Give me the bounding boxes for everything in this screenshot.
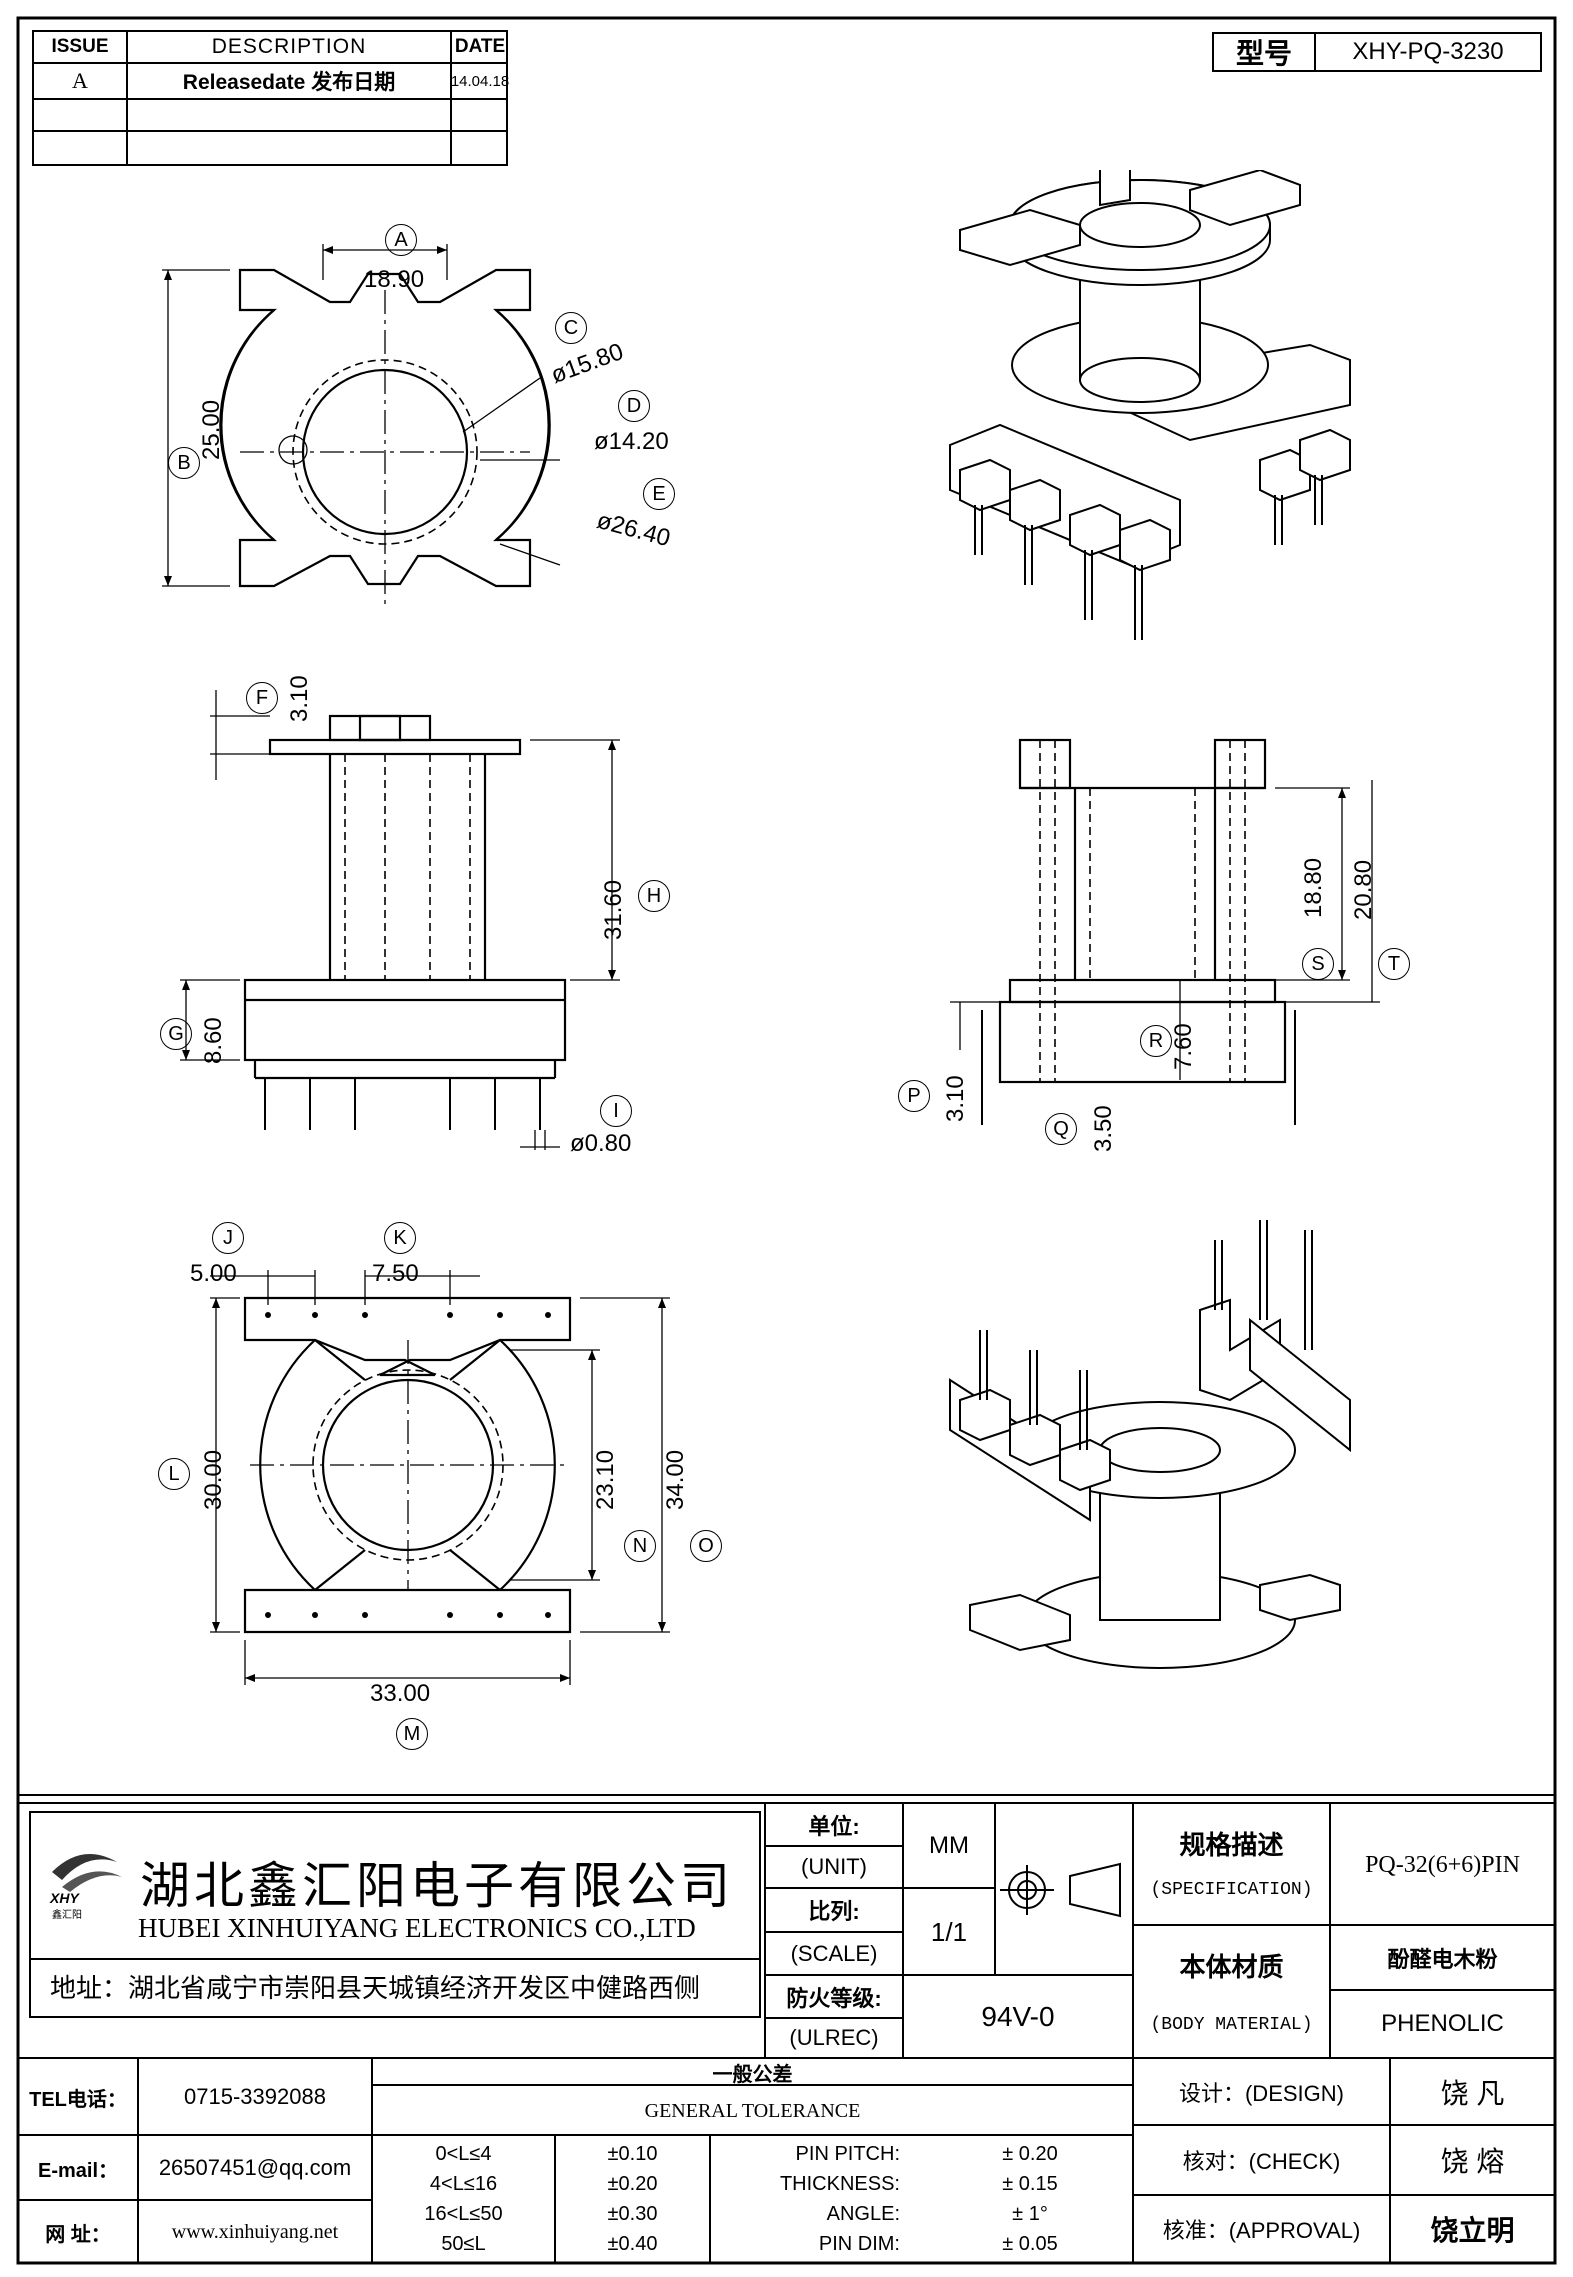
label-a: A [385, 224, 417, 256]
email-value[interactable]: 26507451@qq.com [158, 2155, 352, 2180]
dim-d: ø14.20 [594, 428, 669, 455]
tol-range-1: 0<L≤4 [435, 2142, 492, 2165]
label-g: G [160, 1018, 192, 1050]
description-value: Releasedate 发布日期 [128, 64, 452, 100]
isometric-view-bottom [949, 1220, 1351, 1669]
label-j: J [212, 1222, 244, 1254]
tolerance-title-en: GENERAL TOLERANCE [644, 2099, 861, 2122]
web-label: 网 址： [45, 2223, 111, 2246]
tolerance-title-cn: 一般公差 [712, 2063, 793, 2086]
web-value[interactable]: www.xinhuiyang.net [171, 2220, 339, 2243]
tol-name-3: ANGLE: [826, 2202, 900, 2225]
issue-header: ISSUE [34, 32, 128, 64]
logo-text: XHY [50, 1890, 79, 1906]
label-b: B [168, 447, 200, 479]
label-f: F [246, 682, 278, 714]
material-label-en: (BODY MATERIAL) [1150, 2015, 1313, 2035]
company-name-en: HUBEI XINHUIYANG ELECTRONICS CO.,LTD [138, 1913, 696, 1943]
dim-a: 18.90 [364, 266, 425, 293]
model-label: 型号 [1214, 34, 1316, 70]
label-h: H [638, 880, 670, 912]
tol-name-1: PIN PITCH: [795, 2142, 900, 2165]
company-name-cn: 湖北鑫汇阳电子有限公司 [140, 1858, 734, 1914]
company-address: 地址：湖北省咸宁市崇阳县天城镇经济开发区中健路西侧 [50, 1973, 701, 2003]
dim-m: 33.00 [370, 1680, 431, 1707]
issue-value: A [34, 64, 128, 100]
model-box: 型号 XHY-PQ-3230 [1212, 32, 1542, 72]
tol-value-4: ±0.40 [607, 2232, 658, 2255]
tol-range-2: 4<L≤16 [429, 2172, 498, 2195]
tel-value: 0715-3392088 [184, 2084, 326, 2109]
check-value: 饶 熔 [1440, 2146, 1505, 2177]
material-label-cn: 本体材质 [1179, 1951, 1284, 1982]
tol-name-4: PIN DIM: [818, 2232, 900, 2255]
material-value-en: PHENOLIC [1381, 2010, 1504, 2037]
tol-name-2: THICKNESS: [779, 2172, 900, 2195]
unit-label-cn: 单位: [808, 1814, 860, 1839]
label-i: I [600, 1095, 632, 1127]
tol-spec-2: ± 0.15 [1002, 2172, 1058, 2195]
fire-label-cn: 防火等级: [786, 1986, 882, 2011]
scale-label-en: (SCALE) [790, 1941, 878, 1966]
top-view [162, 244, 561, 610]
tol-value-1: ±0.10 [607, 2142, 658, 2165]
approval-value: 饶立明 [1430, 2215, 1515, 2246]
unit-value: MM [929, 1832, 969, 1859]
label-n: N [624, 1530, 656, 1562]
label-p: P [898, 1080, 930, 1112]
tol-value-3: ±0.30 [607, 2202, 658, 2225]
scale-value: 1/1 [930, 1916, 968, 1947]
tol-spec-1: ± 0.20 [1002, 2142, 1058, 2165]
label-d: D [618, 390, 650, 422]
scale-label-cn: 比列: [808, 1899, 860, 1924]
label-m: M [396, 1718, 428, 1750]
spec-value: PQ-32(6+6)PIN [1365, 1851, 1520, 1878]
design-label: 设计：(DESIGN) [1178, 2081, 1344, 2106]
label-k: K [384, 1222, 416, 1254]
label-c: C [555, 312, 587, 344]
company-logo: XHY 鑫汇阳 [42, 1832, 130, 1921]
dim-j: 5.00 [190, 1260, 237, 1287]
tol-value-2: ±0.20 [607, 2172, 658, 2195]
check-label: 核对：(CHECK) [1182, 2149, 1341, 2174]
material-value-cn: 酚醛电木粉 [1387, 1947, 1498, 1972]
label-o: O [690, 1530, 722, 1562]
dim-i: ø0.80 [570, 1130, 632, 1157]
isometric-view-top [949, 170, 1351, 640]
logo-sub: 鑫汇阳 [52, 1910, 82, 1921]
label-r: R [1140, 1025, 1172, 1057]
tol-range-3: 16<L≤50 [424, 2202, 503, 2225]
unit-label-en: (UNIT) [801, 1854, 867, 1879]
label-s: S [1302, 948, 1334, 980]
bottom-view [210, 1270, 670, 1685]
approval-label: 核准：(APPROVAL) [1162, 2218, 1361, 2243]
label-l: L [158, 1458, 190, 1490]
side-view [950, 738, 1380, 1125]
model-value: XHY-PQ-3230 [1352, 38, 1504, 65]
date-header: DATE [452, 32, 508, 64]
spec-label-en: (SPECIFICATION) [1150, 1880, 1313, 1900]
date-value: 14.04.18 [451, 64, 509, 100]
spec-label-cn: 规格描述 [1179, 1829, 1284, 1860]
fire-value: 94V-0 [981, 2001, 1055, 2032]
label-t: T [1378, 948, 1410, 980]
email-label: E-mail： [37, 2159, 119, 2182]
dim-k: 7.50 [372, 1260, 419, 1287]
label-q: Q [1045, 1113, 1077, 1145]
tol-spec-3: ± 1° [1012, 2202, 1048, 2225]
tel-label: TEL电话： [29, 2088, 127, 2111]
front-view [180, 690, 620, 1150]
tol-range-4: 50≤L [441, 2232, 486, 2255]
description-header: DESCRIPTION [128, 32, 452, 64]
design-value: 饶 凡 [1440, 2078, 1505, 2109]
fire-label-en: (ULREC) [789, 2025, 879, 2050]
revision-table: ISSUE DESCRIPTION DATE A Releasedate 发布日… [32, 30, 509, 166]
tol-spec-4: ± 0.05 [1002, 2232, 1058, 2255]
label-e: E [643, 478, 675, 510]
